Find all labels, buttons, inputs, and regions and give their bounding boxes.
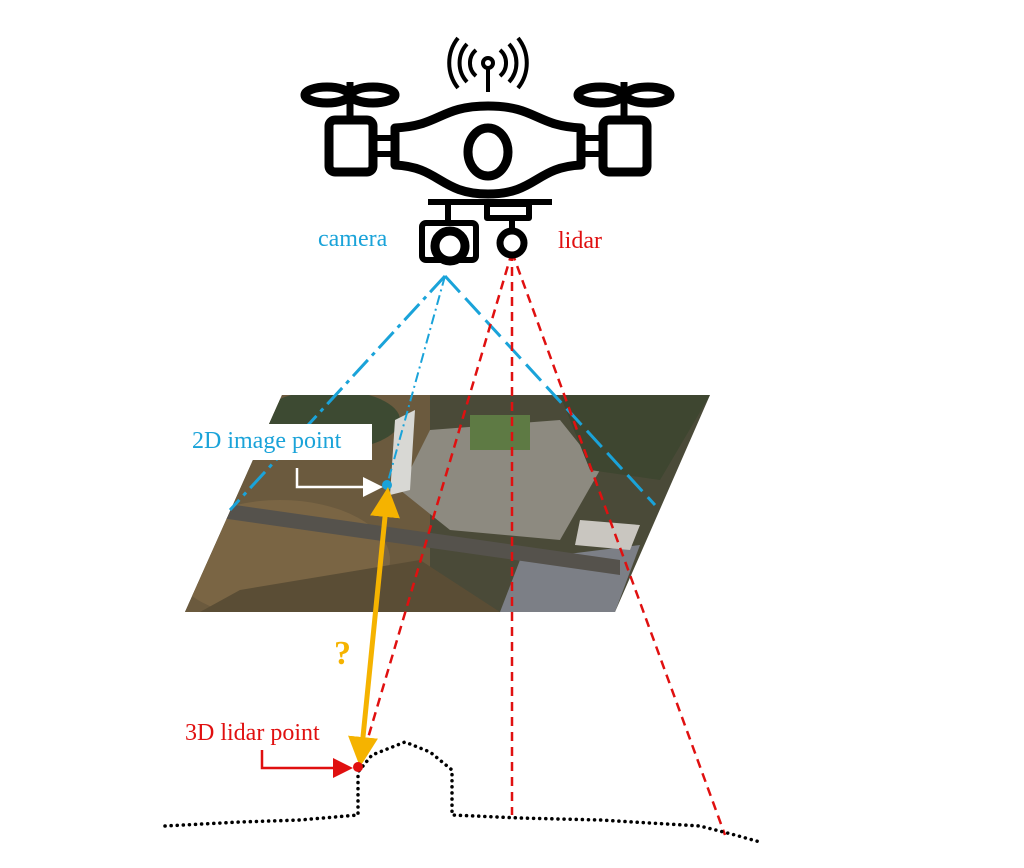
ground-profile: [163, 740, 762, 844]
drone-icon: [300, 36, 675, 266]
lidar-rays: [358, 251, 727, 836]
wifi-signal-icon: [447, 36, 529, 92]
camera-icon: [419, 205, 479, 266]
image-point-arrow: [295, 468, 383, 497]
image-point-label-box: [188, 424, 372, 460]
camera-frustum: [228, 274, 657, 512]
lidar-point-arrow: [260, 750, 353, 778]
camera-label: camera: [318, 226, 388, 252]
lidar-sensor-icon: [496, 218, 528, 259]
image-point: [382, 480, 392, 490]
question-mark: ?: [334, 635, 351, 672]
image-point-label: 2D image point: [192, 428, 342, 454]
lidar-point-label: 3D lidar point: [185, 720, 320, 746]
correspondence-arrow: [348, 487, 400, 767]
lidar-point: [353, 762, 363, 772]
lidar-label: lidar: [558, 228, 602, 254]
